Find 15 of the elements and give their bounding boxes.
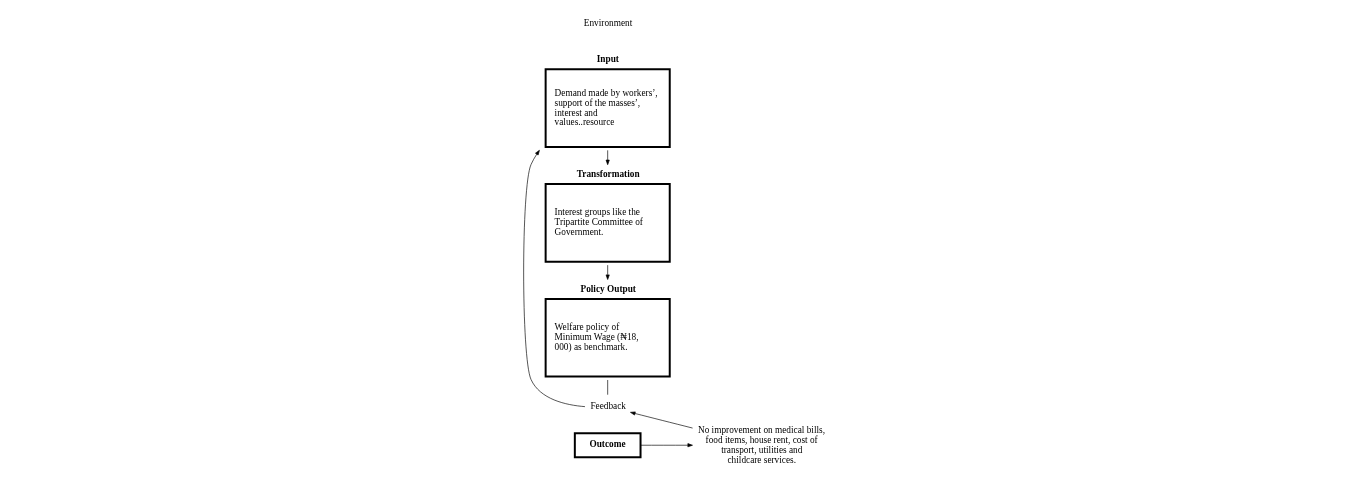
label: Environment [583,17,633,28]
node-box: Outcome [573,432,642,459]
node-text: No improvement on medical bills, food items, house rent, cost of transport, utilities and childcare services. [697,424,826,465]
node-label: Policy Output [580,284,636,295]
arrow [630,411,693,429]
arrow [640,443,693,448]
arrow [523,150,586,407]
node-box: Interest groups like the Tripartite Committee of Government. [544,183,671,263]
node-label: Transformation [576,169,640,180]
arrow [605,264,610,280]
arrow [605,150,610,166]
node-box: Welfare policy of Minimum Wage (₦18, 000) as benchmark. [544,297,671,378]
node-text: Feedback [590,401,626,412]
node-box: Demand made by workers’, support of the masses’, interest and values..resource [544,68,671,148]
node-label: Input [596,54,619,65]
